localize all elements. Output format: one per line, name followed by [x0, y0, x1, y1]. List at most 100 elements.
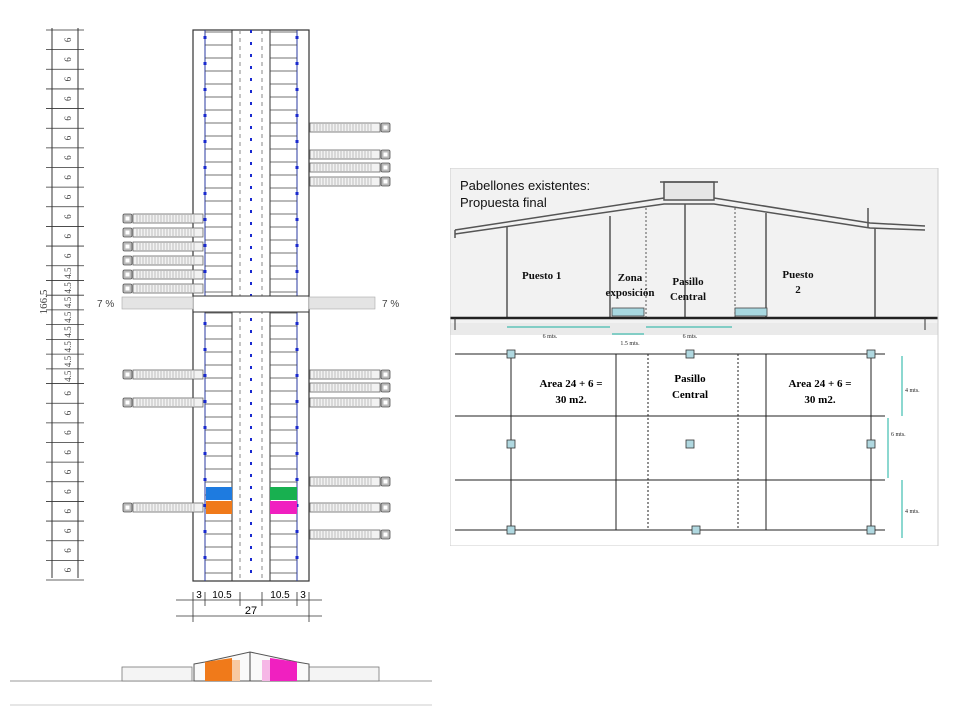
segment-dim-label: 6	[63, 253, 73, 258]
segment-dim-label: 4.5	[63, 370, 73, 382]
column	[506, 439, 516, 449]
section-title-2: Propuesta final	[460, 195, 547, 210]
width-dim-3: 10.5	[270, 590, 290, 601]
segment-dim-label: 6	[63, 194, 73, 199]
truck	[309, 397, 391, 408]
slope-left-label: 7 %	[97, 299, 114, 310]
width-dim-4: 3	[300, 590, 306, 601]
segment-dim-label: 4.5	[63, 355, 73, 367]
segment-dim-label: 6	[63, 509, 73, 514]
column	[506, 349, 516, 359]
grid-aisle-line1: Pasillo	[674, 373, 706, 385]
aisle-label-line1: Pasillo	[672, 276, 704, 288]
truck	[122, 227, 204, 238]
length-dimension-chain: 6 6 6 6 6 6 6 6 6 6 6 6 4.5 4.5 4.5 4.5 4.5 4.5 4.5 4.5 6 6 6 6…	[46, 28, 84, 581]
stall-2-label-line2: 2	[795, 284, 801, 296]
grid-dimensions	[887, 356, 903, 538]
section-title-1: Pabellones existentes:	[460, 178, 590, 193]
segment-dim-label: 6	[63, 37, 73, 42]
elevation-view	[10, 651, 432, 706]
pavilion-plan: 6 6 6 6 6 6 6 6 6 6 6 6 4.5 4.5 4.5 4.5 4.5 4.5 4.5 4.5 6 6 6 6…	[10, 28, 432, 706]
segment-dim-label: 6	[63, 430, 73, 435]
stall-magenta	[270, 501, 297, 514]
elevation-magenta-stall	[270, 658, 297, 681]
segment-dim-label: 6	[63, 96, 73, 101]
truck	[122, 502, 204, 513]
segment-dim-label: 6	[63, 234, 73, 239]
total-length-label: 166.5	[38, 289, 50, 314]
column	[866, 525, 876, 535]
display-bench-right	[734, 307, 768, 317]
area-right-line1: Area 24 + 6 =	[788, 378, 851, 390]
segment-dim-label: 6	[63, 450, 73, 455]
segment-dim-label: 4.5	[63, 341, 73, 353]
segment-dim-label: 4.5	[63, 282, 73, 294]
segment-dim-label: 6	[63, 135, 73, 140]
truck	[309, 149, 391, 160]
section-panel: Pabellones existentes: Propuesta final P…	[450, 168, 939, 546]
floor-grid	[455, 353, 885, 531]
truck	[309, 529, 391, 540]
total-width-label: 27	[245, 605, 257, 617]
stall-blue	[206, 487, 232, 500]
stall-green	[270, 487, 297, 500]
dim-right-label: 6 mts.	[683, 334, 698, 340]
area-left-line1: Area 24 + 6 =	[539, 378, 602, 390]
segment-dim-label: 6	[63, 567, 73, 572]
truck	[309, 176, 391, 187]
truck-parking	[122, 122, 391, 540]
truck	[309, 382, 391, 393]
segment-dim-label: 6	[63, 489, 73, 494]
truck	[122, 369, 204, 380]
segment-dim-label: 6	[63, 116, 73, 121]
truck	[309, 476, 391, 487]
roof-structure	[454, 181, 926, 318]
segment-dim-label: 4.5	[63, 267, 73, 279]
dim-center-label: 1.5 mts.	[620, 341, 640, 347]
truck	[122, 397, 204, 408]
truck	[122, 213, 204, 224]
segment-dim-label: 4.5	[63, 311, 73, 323]
section-dimensions	[507, 326, 732, 335]
truck	[309, 122, 391, 133]
truck	[122, 283, 204, 294]
column	[685, 349, 695, 359]
stall-orange	[206, 501, 232, 514]
stall-1-label: Puesto 1	[522, 270, 561, 282]
segment-dim-label: 6	[63, 155, 73, 160]
segment-dim-label: 6	[63, 528, 73, 533]
truck	[122, 241, 204, 252]
zone-label-line2: exposición	[606, 287, 655, 299]
truck	[122, 255, 204, 266]
truck	[309, 502, 391, 513]
slope-band-right	[308, 296, 376, 310]
segment-dim-label: 6	[63, 410, 73, 415]
column	[685, 439, 695, 449]
slope-band-left	[121, 296, 194, 310]
column	[866, 439, 876, 449]
width-dim-2: 10.5	[212, 590, 232, 601]
dim-left-label: 6 mts.	[543, 334, 558, 340]
columns	[506, 349, 876, 535]
dim-row-1: 4 mts.	[905, 388, 920, 394]
segment-dim-label: 6	[63, 391, 73, 396]
segment-dim-label: 6	[63, 76, 73, 81]
segment-dim-label: 6	[63, 469, 73, 474]
column	[506, 525, 516, 535]
slope-right-label: 7 %	[382, 299, 399, 310]
segment-dim-label: 6	[63, 57, 73, 62]
width-dimension	[176, 592, 322, 622]
stall-grid	[203, 31, 299, 574]
display-bench-left	[611, 307, 645, 317]
column	[866, 349, 876, 359]
width-dim-1: 3	[196, 590, 202, 601]
segment-dim-label: 4.5	[63, 326, 73, 338]
elevation-orange-stall	[205, 658, 232, 681]
segment-dim-label: 4.5	[63, 296, 73, 308]
truck	[309, 162, 391, 173]
truck	[122, 269, 204, 280]
stall-2-label-line1: Puesto	[782, 269, 814, 281]
truck	[309, 369, 391, 380]
area-left-line2: 30 m2.	[555, 394, 586, 406]
column	[691, 525, 701, 535]
